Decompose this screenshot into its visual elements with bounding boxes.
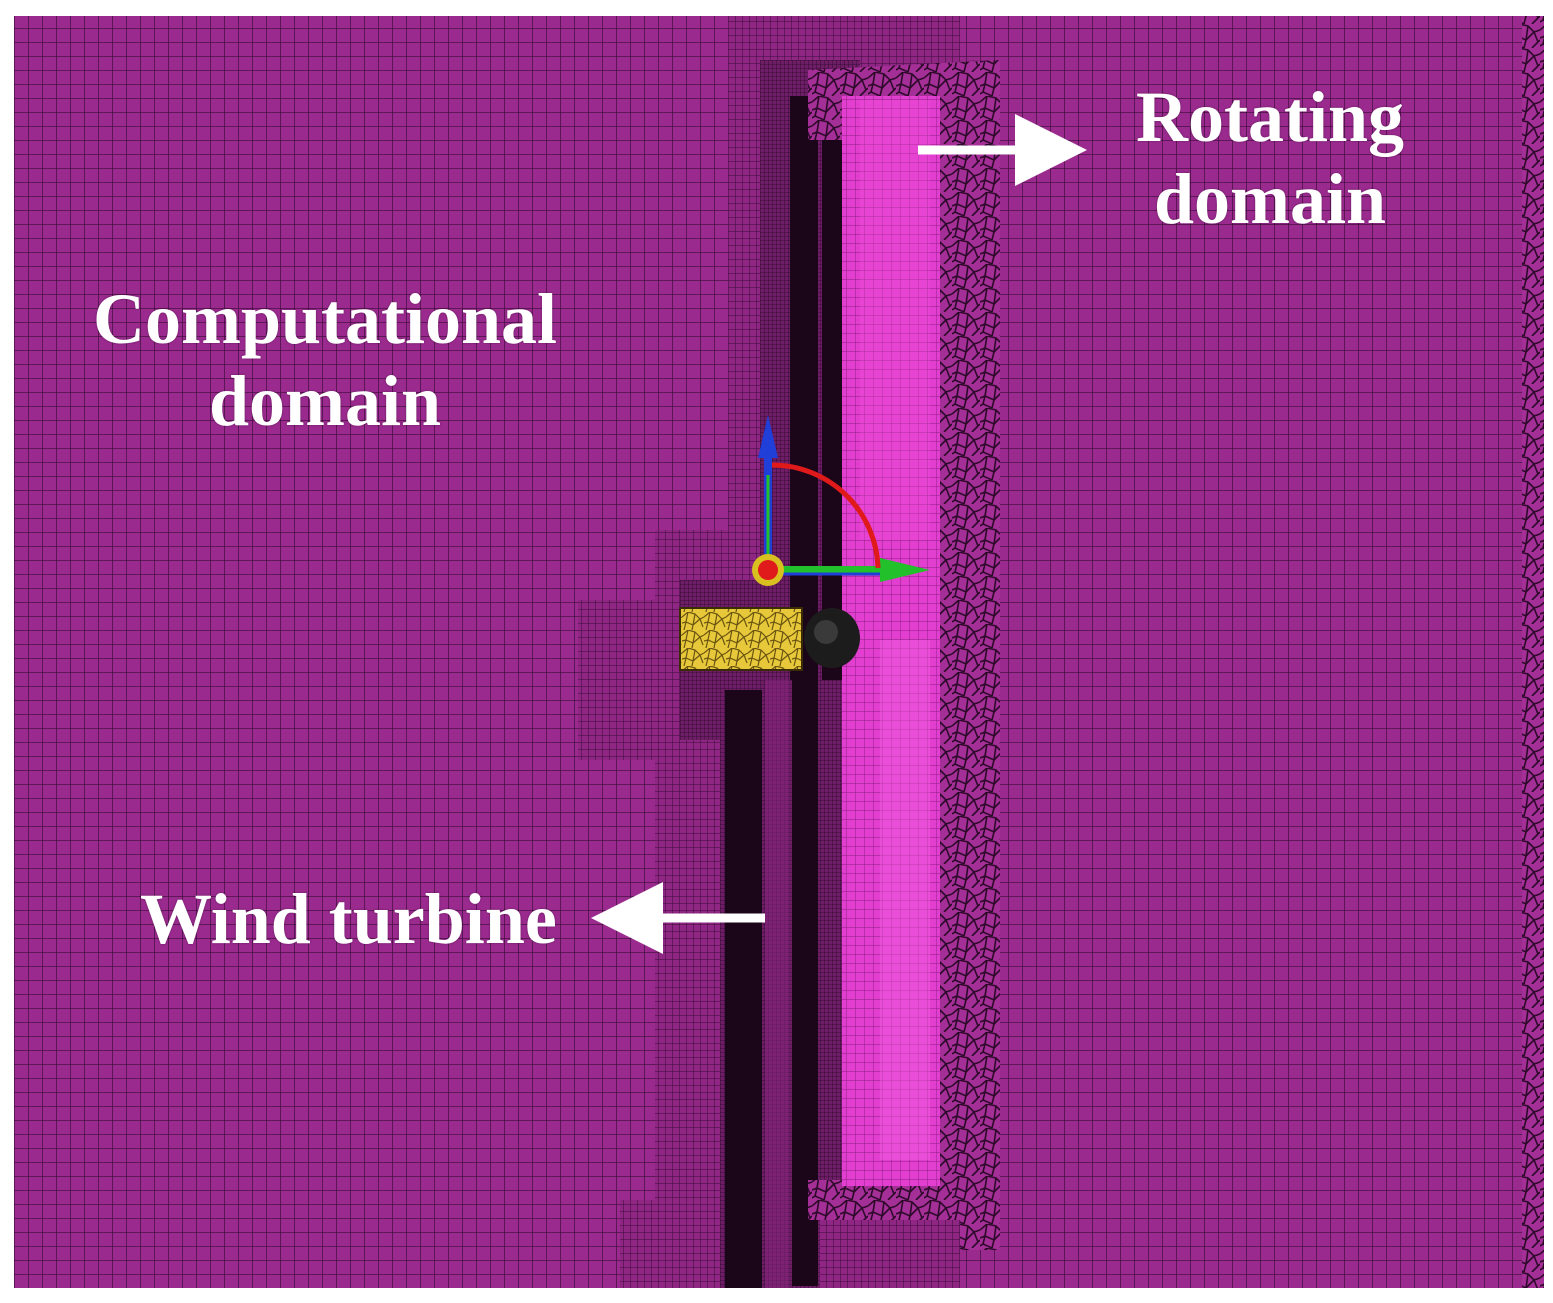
outer-boundary-strip: [1522, 16, 1544, 1288]
blade-channel: [790, 96, 818, 1286]
rotating-domain-label-line1: Rotating: [1136, 77, 1404, 157]
computational-domain-label: Computational domain: [60, 278, 590, 442]
rotating-domain-label-line2: domain: [1153, 159, 1387, 239]
computational-domain-label-line2: domain: [208, 361, 442, 441]
computational-domain-label-line1: Computational: [92, 279, 558, 359]
nacelle: [679, 607, 803, 671]
rotating-domain-label: Rotating domain: [1110, 76, 1430, 240]
rotating-domain-boundary: [808, 60, 1000, 1250]
tower-channel: [725, 690, 765, 1288]
coordinate-axes-icon: [752, 415, 930, 586]
wind-turbine-label: Wind turbine: [140, 879, 557, 959]
